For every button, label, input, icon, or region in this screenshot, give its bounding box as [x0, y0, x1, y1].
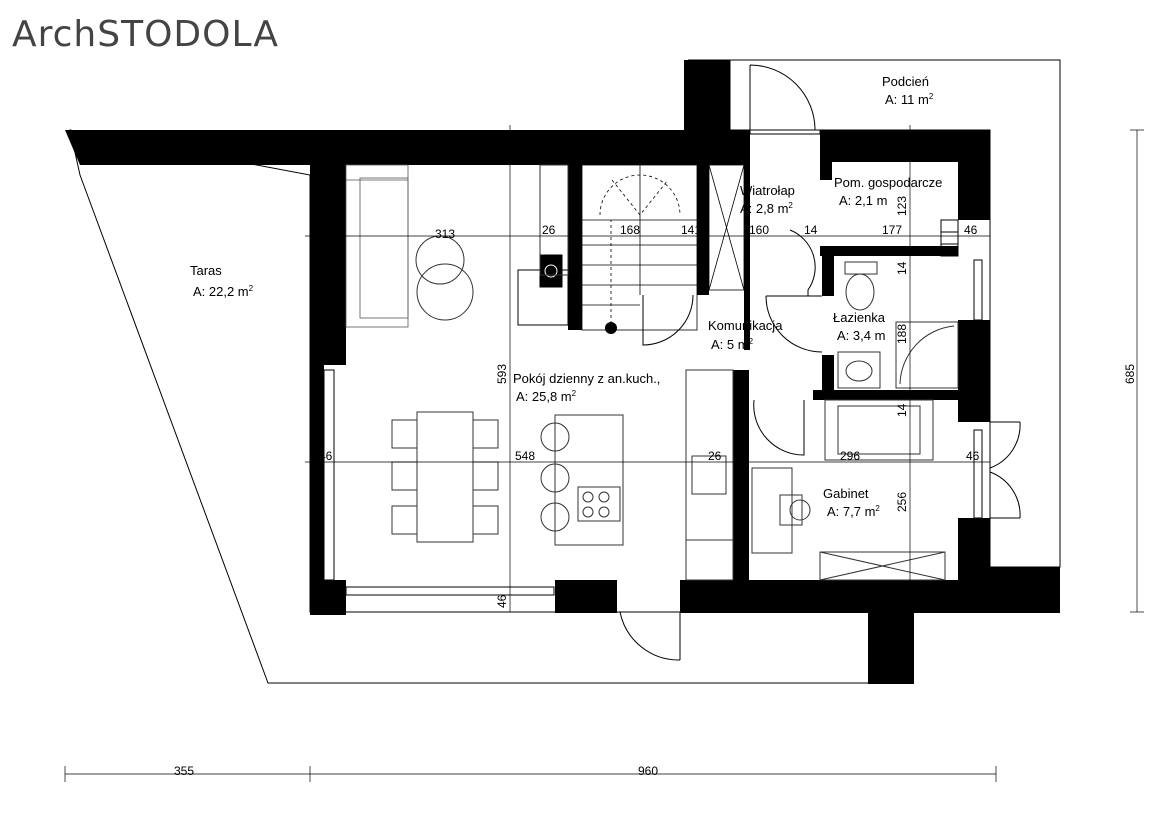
dim-wall-14b: 14: [895, 261, 909, 275]
brand-logo: ArchSTODOLA: [12, 14, 279, 55]
dim-wall-left-upper: 46: [319, 223, 333, 237]
sofa: [345, 164, 409, 328]
doors: [619, 64, 1021, 661]
dim-utility-width: 177: [882, 223, 902, 237]
dim-study-height: 256: [895, 492, 909, 512]
wall-utility-bottom: [820, 246, 958, 256]
wall-right-stub: [990, 567, 1060, 613]
dim-utility-height: 123: [895, 196, 909, 216]
room-name-wiatrolap: Wiatrołap: [740, 183, 795, 198]
dimension-labels: 46 46 46 313 26 168 141 160 14 177 46 12…: [174, 146, 1137, 778]
wall-right-bottom: [958, 518, 990, 613]
room-name-utility: Pom. gospodarcze: [834, 175, 942, 190]
wall-stair-right: [697, 165, 709, 295]
room-name-gabinet: Gabinet: [823, 486, 869, 501]
dim-wall-right-lower: 46: [966, 449, 980, 463]
dim-stair-wall: 26: [542, 223, 556, 237]
wall-bath-bottom: [813, 390, 958, 400]
room-area-podcien: A: 11 m2: [885, 92, 934, 107]
utility-shelves: [940, 219, 959, 257]
room-area-taras: A: 22,2 m2: [193, 284, 254, 299]
dim-wall-141: 141: [681, 223, 701, 237]
fireplace: [517, 254, 569, 326]
dim-house-width: 960: [638, 764, 658, 778]
wall-bottom-right: [680, 580, 960, 613]
room-area-wiatrolap: A: 2,8 m2: [740, 201, 793, 216]
dim-stair-width: 168: [620, 223, 640, 237]
wardrobe: [708, 164, 745, 291]
room-area-komunikacja: A: 5 m2: [711, 337, 754, 352]
wall-hall-left: [744, 130, 750, 350]
dim-hall-width: 160: [749, 223, 769, 237]
room-name-living: Pokój dzienny z an.kuch.,: [513, 371, 660, 386]
room-area-utility: A: 2,1 m: [839, 193, 887, 208]
window-lines: [323, 129, 983, 596]
wall-right-upper: [958, 130, 990, 220]
study-furniture: [751, 399, 946, 581]
wall-top-left: [65, 130, 505, 165]
room-labels: Podcień A: 11 m2 Wiatrołap A: 2,8 m2 Pom…: [190, 74, 942, 519]
dim-wall-bottom-right: 46: [895, 594, 909, 608]
dim-kitchen-wall: 26: [708, 449, 722, 463]
dim-living-width-lower: 548: [515, 449, 535, 463]
dimension-lines: [64, 125, 1144, 782]
staircase: [581, 164, 698, 331]
dim-wall-top-right: 46: [895, 146, 909, 160]
dim-terrace-width: 355: [174, 764, 194, 778]
wall-bottom-left: [310, 580, 346, 615]
dim-wall-14c: 14: [895, 403, 909, 417]
dim-living-width-upper: 313: [435, 227, 455, 241]
room-area-gabinet: A: 7,7 m2: [827, 504, 880, 519]
bathroom-fixtures: [837, 261, 959, 389]
wall-left-lower: [310, 365, 324, 615]
kitchen-island: [540, 414, 624, 546]
wall-utility-left: [820, 160, 832, 180]
wall-bath-left-2: [822, 355, 834, 395]
room-name-taras: Taras: [190, 263, 222, 278]
walls: [65, 60, 1060, 684]
dim-living-height: 593: [495, 364, 509, 384]
dining-table: [391, 411, 499, 543]
wall-left-upper: [310, 165, 346, 365]
room-area-living: A: 25,8 m2: [516, 389, 577, 404]
dim-wall-bottom: 46: [495, 594, 509, 608]
room-name-lazienka: Łazienka: [833, 310, 886, 325]
wall-kitchen: [733, 370, 749, 613]
wall-bottom-mid: [555, 580, 617, 613]
dim-study-width: 296: [840, 449, 860, 463]
wall-entry-left: [684, 60, 730, 165]
dim-wall-14a: 14: [804, 223, 818, 237]
room-name-podcien: Podcień: [882, 74, 929, 89]
wall-right-mid: [958, 320, 990, 422]
kitchen-counter: [685, 369, 734, 581]
dim-overall-height: 685: [1123, 364, 1137, 384]
dim-bath-height: 188: [895, 324, 909, 344]
dim-wall-left-lower: 46: [319, 449, 333, 463]
wall-bottom-pier: [868, 580, 914, 684]
stair-post: [605, 322, 617, 334]
kitchen-cabinet: [539, 164, 569, 276]
dim-wall-right-upper: 46: [964, 223, 978, 237]
coffee-tables: [415, 235, 474, 321]
wall-stair-left: [568, 165, 582, 330]
room-area-lazienka: A: 3,4 m: [837, 328, 885, 343]
dim-wall-top: 46: [495, 146, 509, 160]
wall-bath-left: [822, 246, 834, 296]
room-name-komunikacja: Komunikacja: [708, 318, 783, 333]
